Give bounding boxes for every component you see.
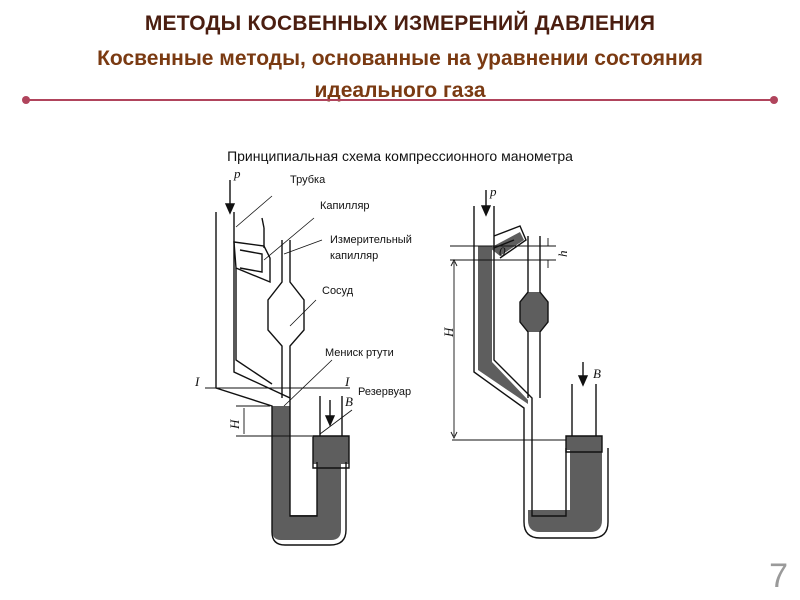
symbol-p-left: p [233,166,241,181]
left-reservoir-mercury [313,436,349,464]
label-reservoir: Резервуар [358,386,411,398]
right-mercury-u [478,246,602,532]
left-capillary-loop [233,241,271,284]
right-bulb-mercury [520,292,548,332]
diagram-caption: Принципиальная схема компрессионного ман… [227,148,573,164]
symbol-p-right: p [489,184,497,199]
symbol-h-small: h [555,251,570,258]
left-manometer [205,180,353,546]
divider-right-dot [770,96,778,104]
label-vessel: Сосуд [322,285,354,297]
label-capillary: Капилляр [320,200,370,212]
slide-title: МЕТОДЫ КОСВЕННЫХ ИЗМЕРЕНИЙ ДАВЛЕНИЯ [144,12,656,35]
left-main-tube [215,212,347,546]
symbol-i-right: I [344,374,350,389]
symbol-i-left: I [194,374,200,389]
right-reservoir-mercury [566,436,602,450]
label-meas-capillary-2: капилляр [330,250,378,262]
right-main-tube [473,206,609,539]
symbol-h-left: H [227,419,242,430]
left-meas-capillary [261,217,265,248]
label-tube: Трубка [290,174,326,186]
subtitle-line-2: идеального газа [314,79,486,102]
page-number: 7 [769,557,788,595]
left-mercury-u [272,406,341,540]
left-reservoir [312,435,350,469]
symbol-zero: 0 [499,244,506,259]
right-manometer [450,190,609,539]
divider-left-dot [22,96,30,104]
symbol-b-left: B [345,394,353,409]
symbol-b-right: B [593,366,601,381]
right-reservoir [565,435,603,453]
label-meas-capillary-1: Измерительный [330,234,412,246]
label-meniscus: Мениск ртути [325,347,394,359]
title-divider [22,96,778,104]
slide-subtitle: Косвенные методы, основанные на уравнени… [0,43,800,107]
symbol-h-right: H [441,327,456,338]
subtitle-line-1: Косвенные методы, основанные на уравнени… [97,47,703,70]
